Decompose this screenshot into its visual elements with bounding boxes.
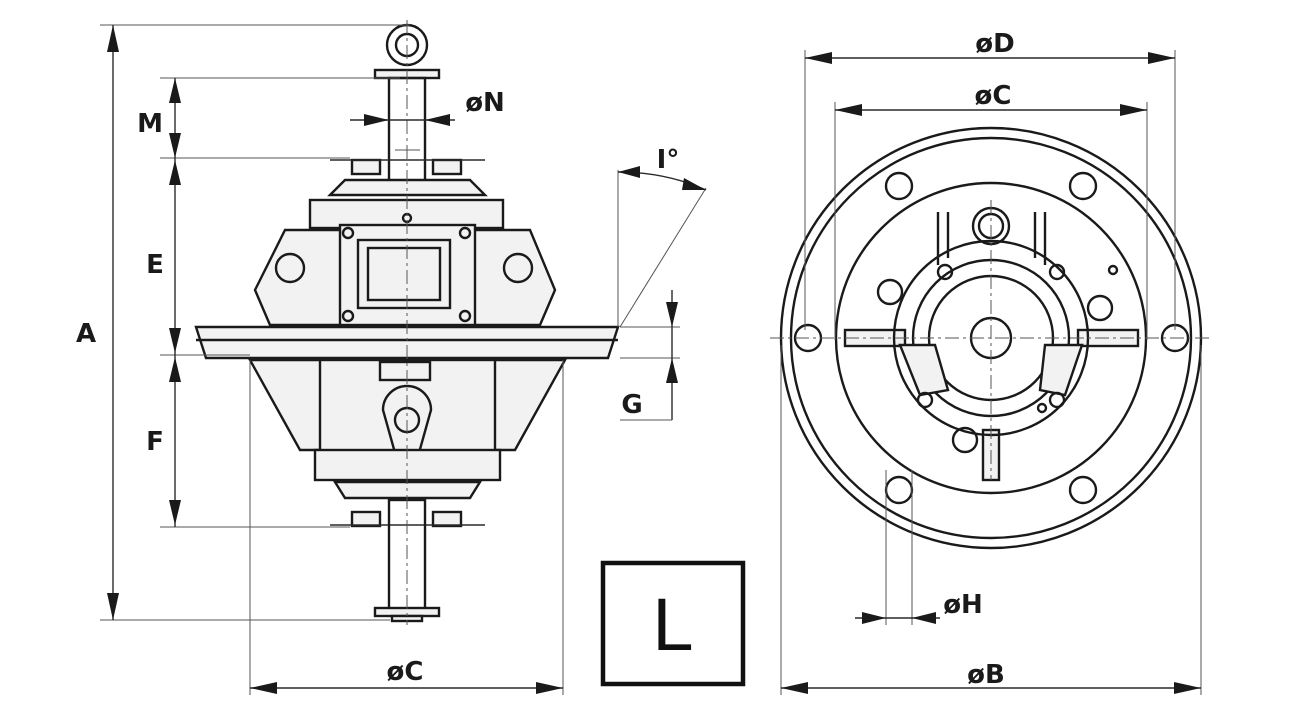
- dim-label-c-top: øC: [975, 81, 1012, 111]
- dim-label-m: M: [137, 109, 163, 139]
- top-view: [770, 126, 1210, 550]
- left-ear-hole: [274, 252, 306, 284]
- bolt-hole: [1068, 171, 1098, 201]
- upper-bolt-left: [350, 158, 382, 176]
- dim-label-g: G: [621, 390, 642, 420]
- lower-bolt-right: [431, 510, 463, 528]
- gear-window-inner: [366, 246, 442, 302]
- dim-label-angle: I°: [657, 145, 680, 175]
- dim-label-n: øN: [465, 88, 505, 118]
- dim-label-b: øB: [967, 660, 1005, 690]
- lower-bolt-left: [350, 510, 382, 528]
- dim-label-d: øD: [975, 29, 1014, 59]
- right-ear-hole: [502, 252, 534, 284]
- model-box: [600, 560, 746, 687]
- upper-bolt-right: [431, 158, 463, 176]
- dim-label-e: E: [146, 250, 164, 280]
- upper-cap: [327, 178, 488, 197]
- side-dimensions: [100, 24, 707, 695]
- side-view: [194, 20, 620, 625]
- main-flange: [194, 325, 620, 360]
- gear-window: [356, 238, 452, 310]
- top-dimensions: [780, 50, 1202, 695]
- bolt-hole: [884, 475, 914, 505]
- dim-label-c-side: øC: [387, 657, 424, 687]
- model-label: L: [652, 583, 693, 666]
- dim-label-f: F: [146, 427, 164, 457]
- dim-label-a: A: [76, 319, 96, 349]
- bolt-hole: [884, 171, 914, 201]
- dim-label-h: øH: [943, 590, 983, 620]
- bolt-hole: [1068, 475, 1098, 505]
- lower-coupling: [378, 360, 432, 382]
